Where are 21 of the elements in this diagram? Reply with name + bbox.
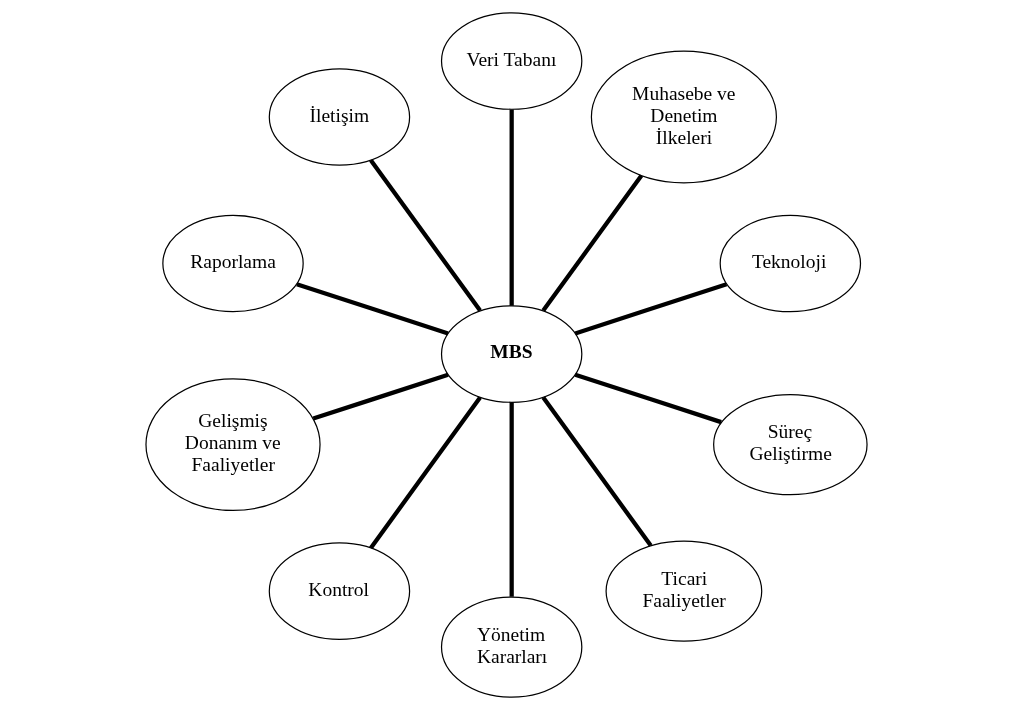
connector <box>541 174 644 312</box>
node-ellipse: Yönetim Kararları <box>440 596 583 698</box>
node-ellipse: Süreç Geliştirme <box>713 393 868 496</box>
node-ellipse: Kontrol <box>268 542 411 640</box>
node-ellipse: MBS <box>440 305 583 403</box>
node-ellipse: Veri Tabanı <box>440 12 583 110</box>
node-ellipse: İletişim <box>268 68 411 166</box>
node-ellipse: Teknoloji <box>719 214 862 313</box>
node-ellipse: Ticari Faaliyetler <box>605 540 763 642</box>
connector <box>312 372 449 421</box>
node-ellipse: Gelişmiş Donanım ve Faaliyetler <box>145 378 321 512</box>
node-ellipse: Muhasebe ve Denetim İlkeleri <box>590 50 777 184</box>
connector <box>296 282 449 336</box>
connector <box>509 109 514 306</box>
connector <box>369 396 482 550</box>
connector <box>369 158 482 312</box>
node-ellipse: Raporlama <box>162 214 304 313</box>
connector <box>574 282 728 336</box>
connector <box>574 372 722 425</box>
connector <box>509 402 514 597</box>
connector <box>541 396 653 547</box>
